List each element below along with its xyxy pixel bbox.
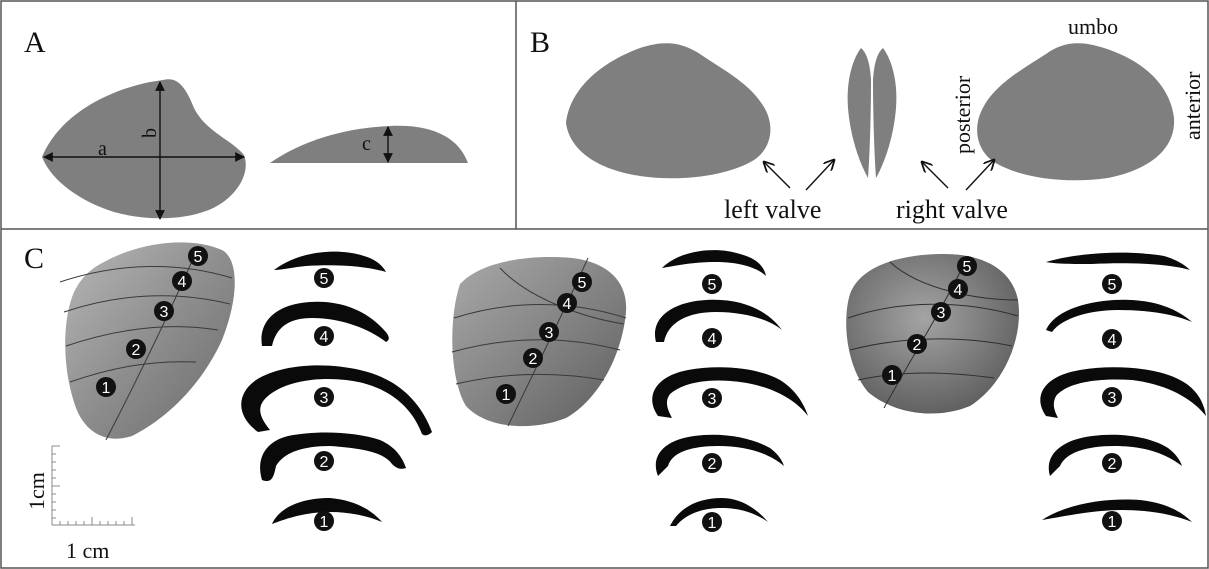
left-valve-label: left valve (724, 195, 821, 224)
marker-label: 3 (937, 305, 946, 322)
cross-sections-shell-1 (241, 252, 432, 524)
panel-b-label: B (530, 26, 550, 59)
marker-label: 4 (1108, 332, 1117, 349)
posterior-label: posterior (950, 75, 975, 154)
section-markers-profiles-2: 5 4 3 2 1 (702, 274, 722, 532)
shell-outline-top-view (42, 79, 246, 218)
marker-label: 5 (194, 249, 203, 266)
marker-label: 3 (1108, 390, 1117, 407)
marker-label: 1 (888, 368, 897, 385)
marker-label: 1 (1108, 514, 1117, 531)
marker-shell3-2: 2 (907, 334, 927, 354)
marker-label: 2 (913, 337, 922, 354)
scale-bar (52, 446, 135, 525)
marker-label: 3 (708, 391, 717, 408)
cross-sections-shell-3 (1040, 253, 1206, 522)
marker-label: 2 (132, 342, 141, 359)
marker-shell1-1: 1 (96, 377, 116, 397)
umbo-label: umbo (1068, 14, 1118, 39)
marker-label: 1 (320, 514, 329, 531)
marker-shell3-1: 1 (882, 365, 902, 385)
marker-shell3-5: 5 (957, 256, 977, 276)
marker-shell1-2: 2 (126, 339, 146, 359)
right-valve-label: right valve (896, 195, 1008, 224)
marker-label: 4 (708, 331, 717, 348)
cross-sections-shell-2 (652, 250, 808, 526)
panel-c: C (24, 242, 1206, 563)
shell-photo-3 (846, 254, 1019, 414)
marker-shell3-3: 3 (931, 302, 951, 322)
dimension-b-label: b (139, 128, 161, 138)
marker-label: 3 (545, 325, 554, 342)
marker-label: 2 (320, 454, 329, 471)
shell-photo-1 (60, 242, 235, 440)
marker-label: 5 (320, 271, 329, 288)
panel-b: B umbo posterior anterior left valve rig… (530, 14, 1205, 224)
marker-shell1-3: 3 (154, 301, 174, 321)
marker-label: 2 (1108, 456, 1117, 473)
marker-label: 3 (160, 304, 169, 321)
valves-edge-view (848, 48, 897, 178)
marker-label: 4 (563, 296, 572, 313)
marker-shell2-5: 5 (572, 272, 592, 292)
marker-shell2-3: 3 (539, 322, 559, 342)
marker-label: 5 (708, 277, 717, 294)
panel-a-label: A (24, 26, 46, 59)
panel-a: A a b c (24, 26, 468, 219)
marker-label: 1 (708, 515, 717, 532)
marker-label: 4 (954, 282, 963, 299)
right-valve-shape (977, 43, 1174, 180)
marker-label: 1 (502, 387, 511, 404)
dimension-c-label: c (362, 133, 371, 155)
marker-label: 5 (578, 275, 587, 292)
dimension-a-label: a (98, 138, 107, 160)
marker-shell3-4: 4 (948, 279, 968, 299)
marker-label: 4 (320, 329, 329, 346)
anterior-label: anterior (1180, 71, 1205, 140)
marker-label: 5 (1108, 277, 1117, 294)
marker-label: 3 (320, 390, 329, 407)
marker-shell2-4: 4 (557, 293, 577, 313)
marker-label: 1 (102, 380, 111, 397)
marker-label: 4 (178, 274, 187, 291)
marker-label: 2 (529, 351, 538, 368)
marker-shell2-2: 2 (523, 348, 543, 368)
section-markers-profiles-3: 5 4 3 2 1 (1102, 274, 1122, 531)
marker-label: 5 (963, 259, 972, 276)
marker-shell1-5: 5 (188, 246, 208, 266)
scale-horizontal-label: 1 cm (66, 538, 109, 563)
shell-photo-2 (452, 257, 626, 426)
scale-vertical-label: 1cm (24, 472, 49, 510)
panel-c-label: C (24, 242, 44, 275)
left-valve-shape (566, 43, 770, 178)
marker-shell2-1: 1 (496, 384, 516, 404)
marker-label: 2 (708, 456, 717, 473)
marker-shell1-4: 4 (172, 271, 192, 291)
